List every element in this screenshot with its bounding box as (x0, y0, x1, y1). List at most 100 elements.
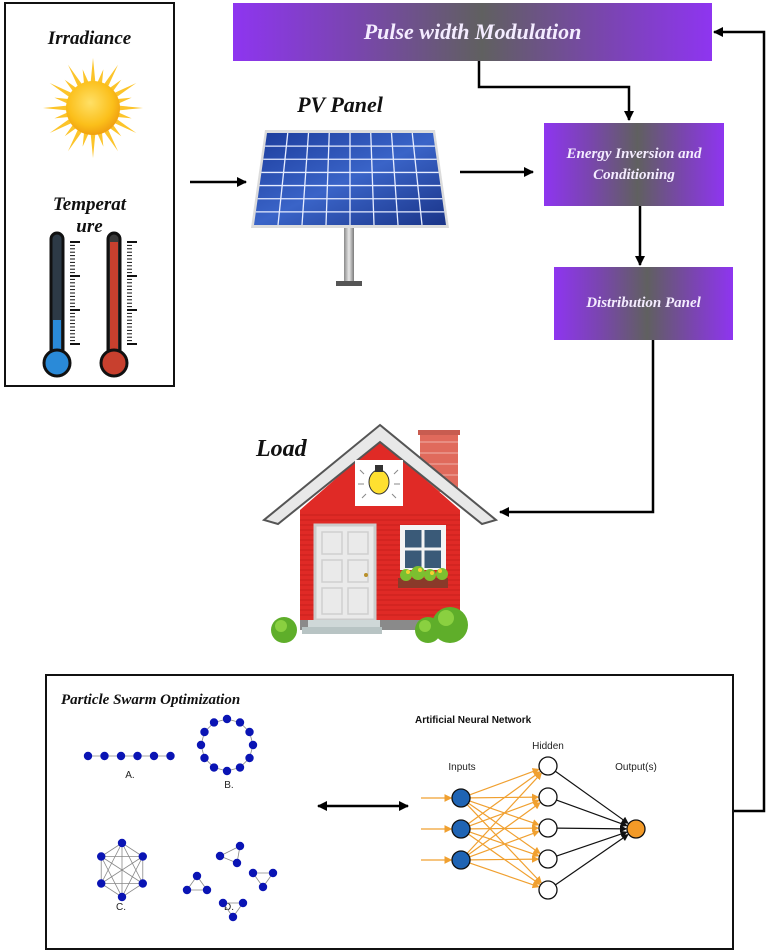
sun-ray (97, 69, 104, 84)
distribution-panel-block: Distribution Panel (554, 267, 733, 340)
ann-input-node (451, 819, 471, 839)
sun-ray (118, 105, 143, 111)
distribution-panel-label: Distribution Panel (586, 295, 701, 311)
pso-particle (228, 912, 238, 922)
sun-ray (114, 118, 137, 133)
pso-particle (182, 885, 192, 895)
sun-ray (114, 83, 137, 98)
sun-ray (49, 83, 72, 98)
pso-label-d: D. (224, 902, 234, 913)
pv-cell-divider (370, 132, 375, 226)
ann-output-node (626, 819, 646, 839)
pso-particle (97, 879, 106, 888)
energy-inversion-label-line2: Conditioning (593, 166, 675, 183)
pso-particle (248, 740, 258, 750)
sun-ray (117, 97, 132, 104)
temperature-label: Temperat ure (6, 194, 173, 238)
pso-particle (196, 740, 206, 750)
solar-panel-icon (251, 130, 449, 286)
irradiance-label: Irradiance (47, 28, 132, 49)
sun-ray (117, 112, 132, 119)
ann-output-edge (555, 834, 629, 886)
pso-particle (97, 852, 106, 861)
pv-cell-divider (301, 132, 310, 226)
pso-link (100, 856, 144, 884)
energy-inversion-block: Energy Inversion and Conditioning (544, 123, 724, 206)
pso-label-a: A. (125, 770, 134, 781)
sun-ray (49, 118, 72, 133)
sun-ray (90, 58, 96, 83)
ann-output-edge (554, 770, 629, 824)
pv-cell-divider (325, 132, 330, 226)
pso-particle (138, 879, 147, 888)
ann-hidden-node (538, 756, 558, 776)
pso-particle (248, 868, 258, 878)
pv-cell-divider (390, 132, 399, 226)
ann-hidden-node (538, 787, 558, 807)
pso-particle (200, 753, 209, 763)
pv-cell-divider (411, 132, 423, 226)
pso-particle (209, 763, 219, 772)
temperature-label-line2: ure (76, 216, 103, 237)
ann-title: Artificial Neural Network (415, 715, 532, 726)
ann-weight-edge (469, 855, 540, 863)
pso-particle (218, 898, 228, 908)
pso-label-c: C. (116, 902, 126, 913)
ann-output-edge (556, 825, 628, 833)
pso-particle (268, 868, 278, 878)
sun-ray (109, 124, 122, 137)
ann-output-edge (556, 830, 628, 857)
pso-particle (209, 718, 219, 727)
sun-ray (64, 79, 77, 92)
pv-cell-divider (277, 132, 289, 226)
pso-particle (245, 727, 254, 737)
optimization-box: Particle Swarm Optimization (45, 674, 734, 950)
environment-inputs-box: Irradiance Temperat ure (4, 2, 175, 387)
sun-ray (109, 79, 122, 92)
ann-weight-edge (469, 768, 540, 796)
sun-ray (68, 64, 83, 87)
pso-particle (192, 871, 202, 881)
pso-link (100, 856, 123, 898)
arrow-pwm-to-inversion (477, 61, 634, 121)
pso-particle (215, 851, 225, 861)
ann-input-node (451, 850, 471, 870)
pso-label-b: B. (224, 780, 233, 791)
pso-particle (117, 892, 127, 902)
pso-title: Particle Swarm Optimization (61, 692, 241, 708)
sun-ray (64, 124, 77, 137)
ann-hidden-node (538, 818, 558, 838)
sun-ray (97, 132, 104, 147)
pso-particle (200, 727, 209, 737)
ann-weight-edge (466, 772, 543, 854)
sun-ray (103, 129, 118, 152)
energy-inversion-label-line1: Energy Inversion and (566, 145, 702, 162)
pv-panel-label: PV Panel (297, 92, 383, 117)
sun-ray (90, 133, 96, 158)
ann-input-node (451, 788, 471, 808)
ann-weight-edge (469, 830, 540, 858)
sun-ray (82, 69, 89, 84)
load-label: Load (256, 436, 307, 462)
sun-ray (43, 105, 68, 111)
sun-ray (82, 132, 89, 147)
pso-particle (235, 841, 245, 851)
ann-diagram: Artificial Neural Network Hidden Inputs … (415, 715, 657, 900)
sun-icon (43, 58, 143, 158)
pso-particle (235, 763, 245, 772)
pso-particle (232, 858, 242, 868)
light-bulb-icon (358, 465, 400, 499)
ann-hidden-node (538, 849, 558, 869)
sun-ray (54, 97, 69, 104)
pso-particle (222, 766, 232, 776)
pso-particle (258, 882, 268, 892)
thermometer-cold-icon (42, 231, 80, 378)
pso-particle (238, 898, 248, 908)
pso-particle (202, 885, 212, 895)
pso-particle (116, 751, 126, 761)
ann-weight-edge (467, 771, 541, 825)
ann-hidden-label: Hidden (532, 741, 564, 752)
sun-ray (68, 129, 83, 152)
pso-particle (133, 751, 142, 761)
pso-topologies: A. B. C. D. (83, 714, 278, 922)
